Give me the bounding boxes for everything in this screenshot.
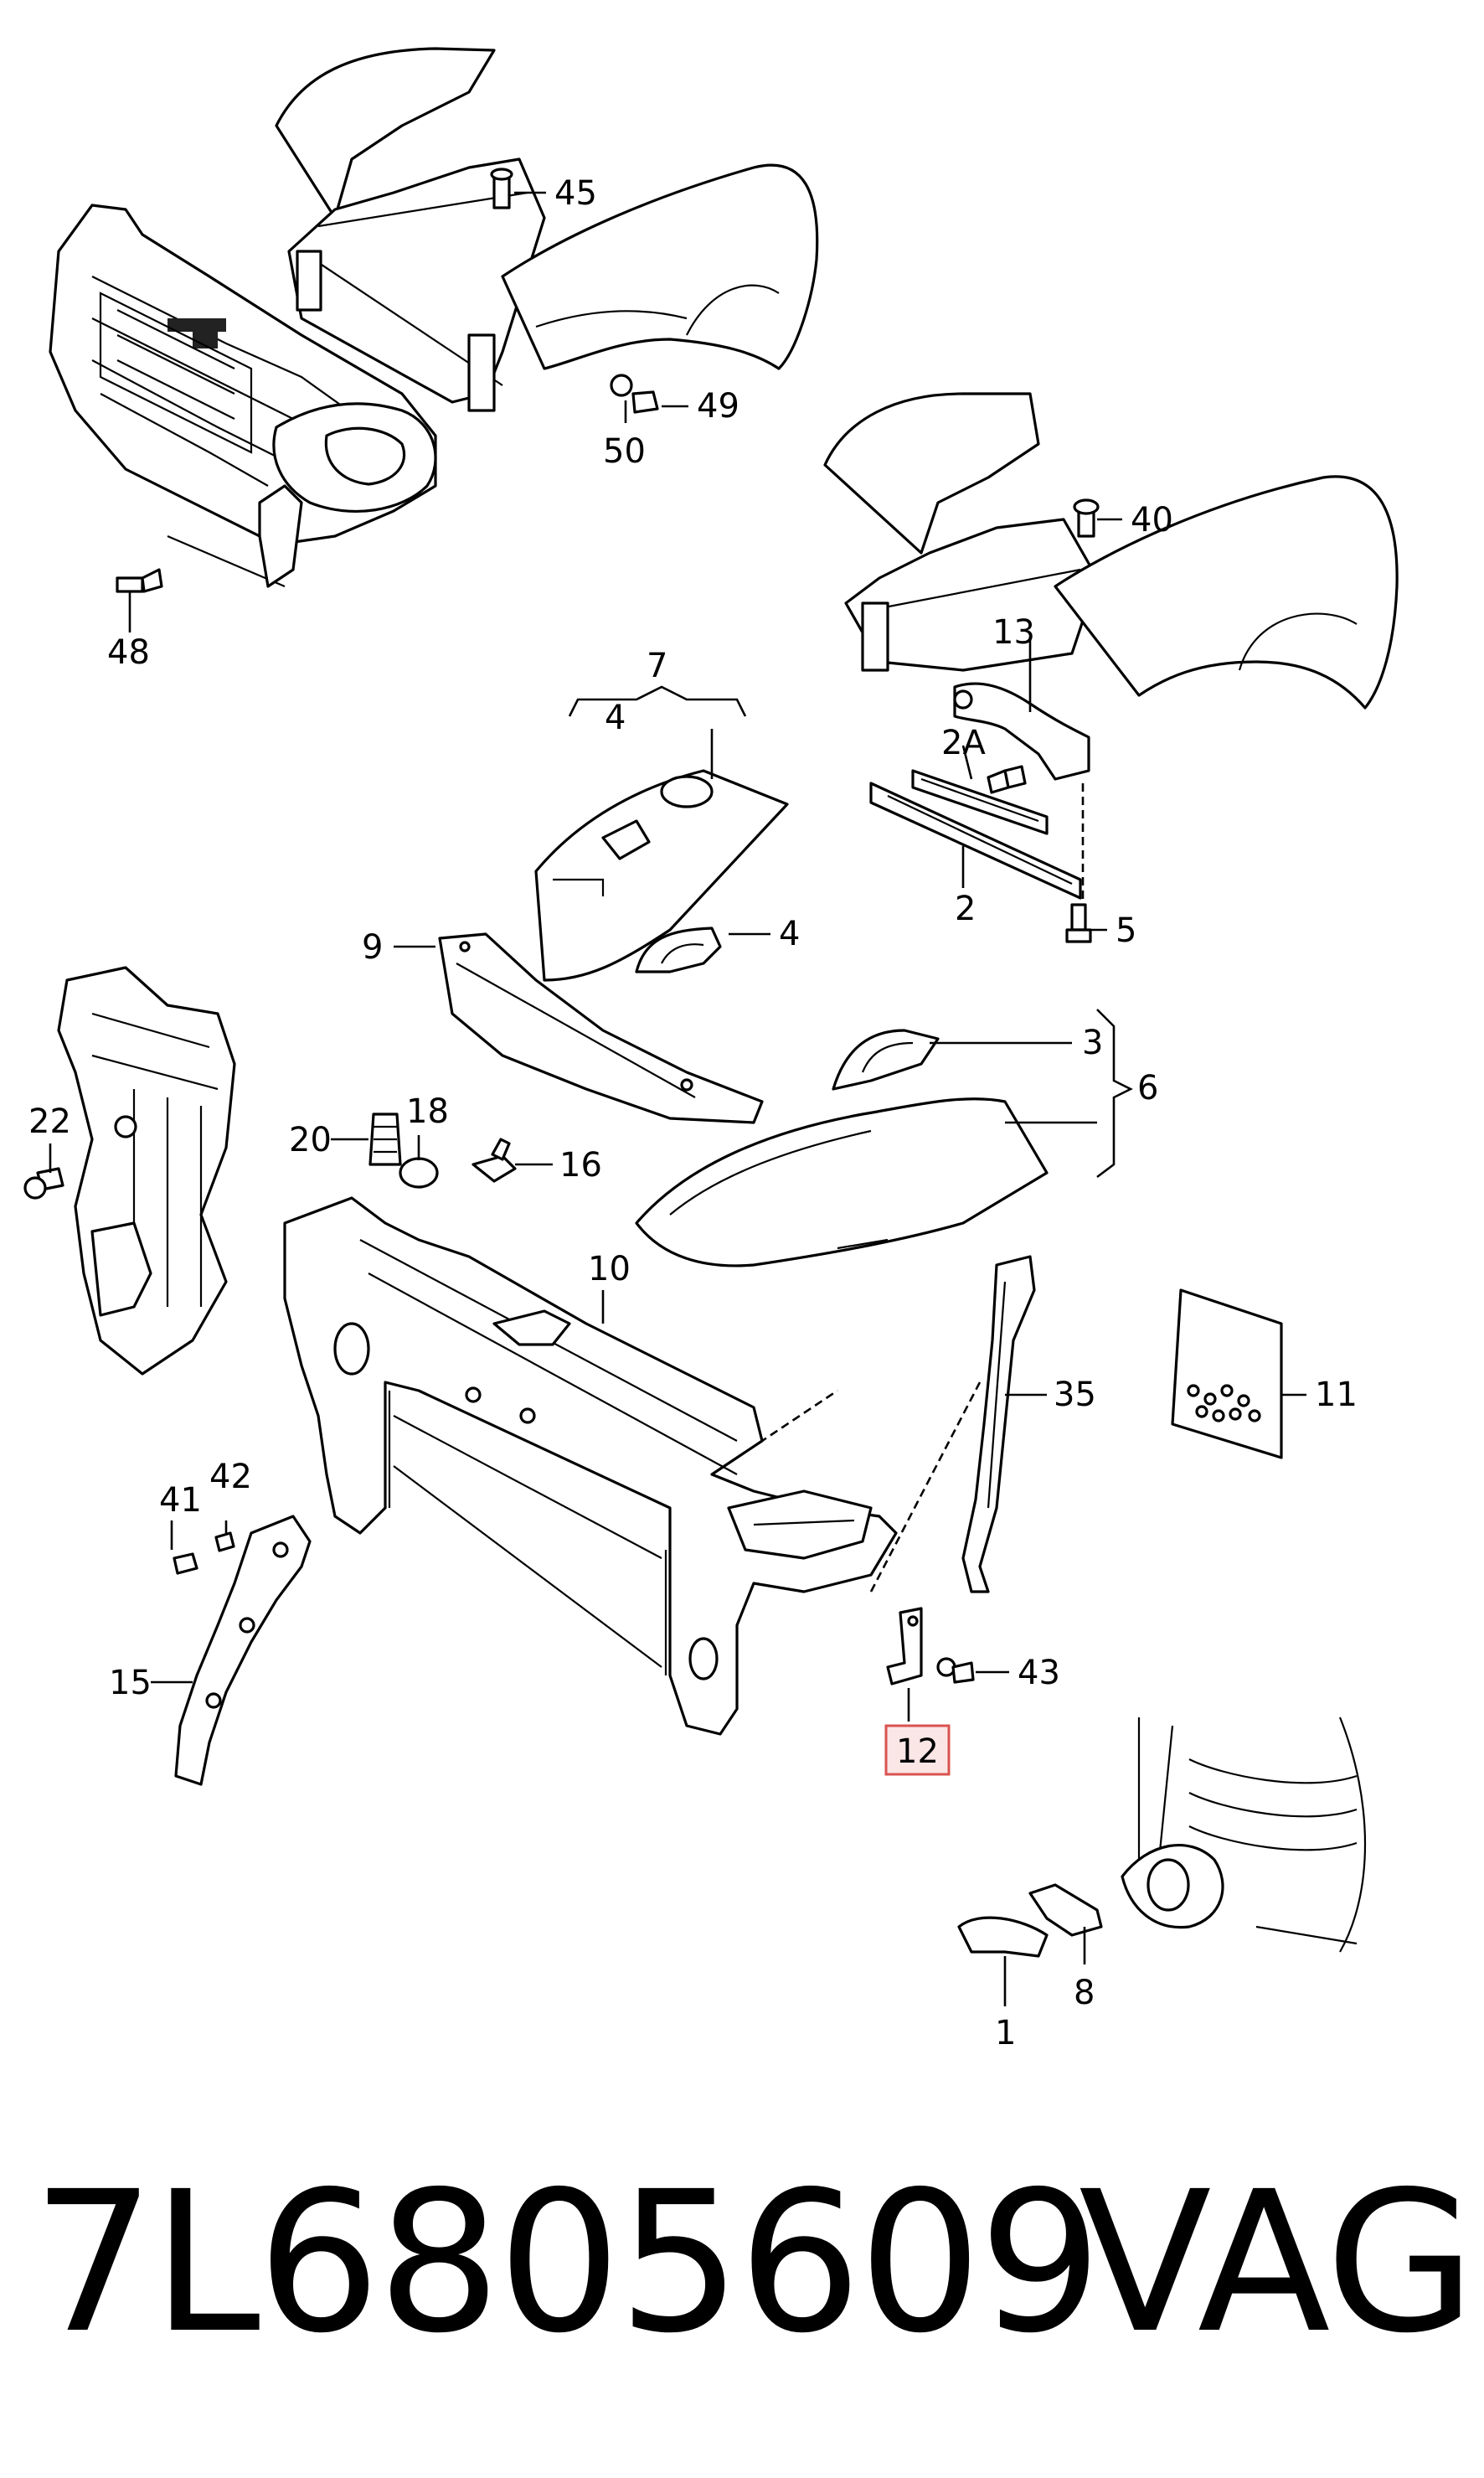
clip-16: [471, 1138, 517, 1183]
callout-16: 16: [559, 1146, 602, 1185]
callout-20: 20: [289, 1121, 332, 1159]
callout-2A: 2A: [941, 724, 986, 762]
callout-4-upper: 4: [605, 699, 626, 737]
fastener-kit-11: [1171, 1288, 1283, 1459]
cap-18: [399, 1157, 439, 1189]
part-number: 7L6805609: [32, 2150, 1102, 2376]
callout-50: 50: [603, 432, 646, 471]
grille-assembly: [99, 292, 303, 588]
callout-1: 1: [995, 2014, 1016, 2052]
callout-12-highlight: [884, 1724, 951, 1776]
fender-right: [823, 392, 1399, 710]
clip-3: [832, 1029, 940, 1091]
callout-9: 9: [362, 928, 383, 967]
seal-strip-2: [869, 782, 1082, 900]
bolt-5: [1065, 903, 1092, 943]
bracket-1: [957, 1916, 1049, 1958]
bracket-8: [1028, 1883, 1103, 1937]
bump-stop-20: [368, 1113, 402, 1166]
callout-5: 5: [1116, 911, 1136, 950]
leader-lines: [49, 191, 1306, 2006]
callout-2: 2: [955, 890, 976, 928]
callout-labels: 45 49 50 48 40 13 2A 2 5 7 4 4 9 3 6 22 …: [28, 174, 1358, 2052]
callout-6: 6: [1137, 1069, 1158, 1107]
reinforcement-9: [438, 932, 764, 1124]
headlight-carrier: [49, 204, 437, 546]
callout-15: 15: [109, 1664, 152, 1702]
callout-3: 3: [1082, 1024, 1103, 1062]
callout-12: 12: [896, 1732, 939, 1771]
insulation-mat-4: [534, 769, 789, 982]
bracket-12: [886, 1607, 923, 1686]
fender-upper-assembly: [275, 47, 819, 412]
seal-35: [961, 1255, 1036, 1593]
callout-35: 35: [1054, 1376, 1096, 1414]
callout-4: 4: [779, 915, 800, 953]
callout-18: 18: [406, 1092, 449, 1131]
callout-45: 45: [554, 174, 597, 213]
mount-22: [23, 966, 236, 1376]
callout-49: 49: [697, 387, 739, 426]
bolts-upper: [116, 168, 659, 593]
callout-48: 48: [107, 633, 150, 672]
callout-42: 42: [209, 1458, 252, 1496]
callout-13: 13: [992, 613, 1035, 652]
seal-strip-2a: [911, 769, 1049, 835]
callout-22: 22: [28, 1102, 71, 1141]
callout-11: 11: [1315, 1376, 1358, 1414]
bracket-13: [953, 682, 1090, 794]
callout-8: 8: [1074, 1974, 1095, 2012]
callout-10: 10: [588, 1250, 631, 1288]
strut-15: [173, 1515, 312, 1786]
lock-carrier-10: [283, 1196, 898, 1736]
insulation-panel-6: [635, 1097, 1049, 1267]
wheel-housing: [1121, 1717, 1367, 1953]
callout-40: 40: [1131, 501, 1173, 539]
callout-41: 41: [159, 1481, 202, 1520]
handle-bracket-4: [635, 927, 722, 973]
callout-7: 7: [647, 647, 667, 685]
callout-43: 43: [1018, 1654, 1060, 1692]
fastener-43: [936, 1657, 975, 1684]
brand-name: VAG: [1079, 2150, 1476, 2376]
